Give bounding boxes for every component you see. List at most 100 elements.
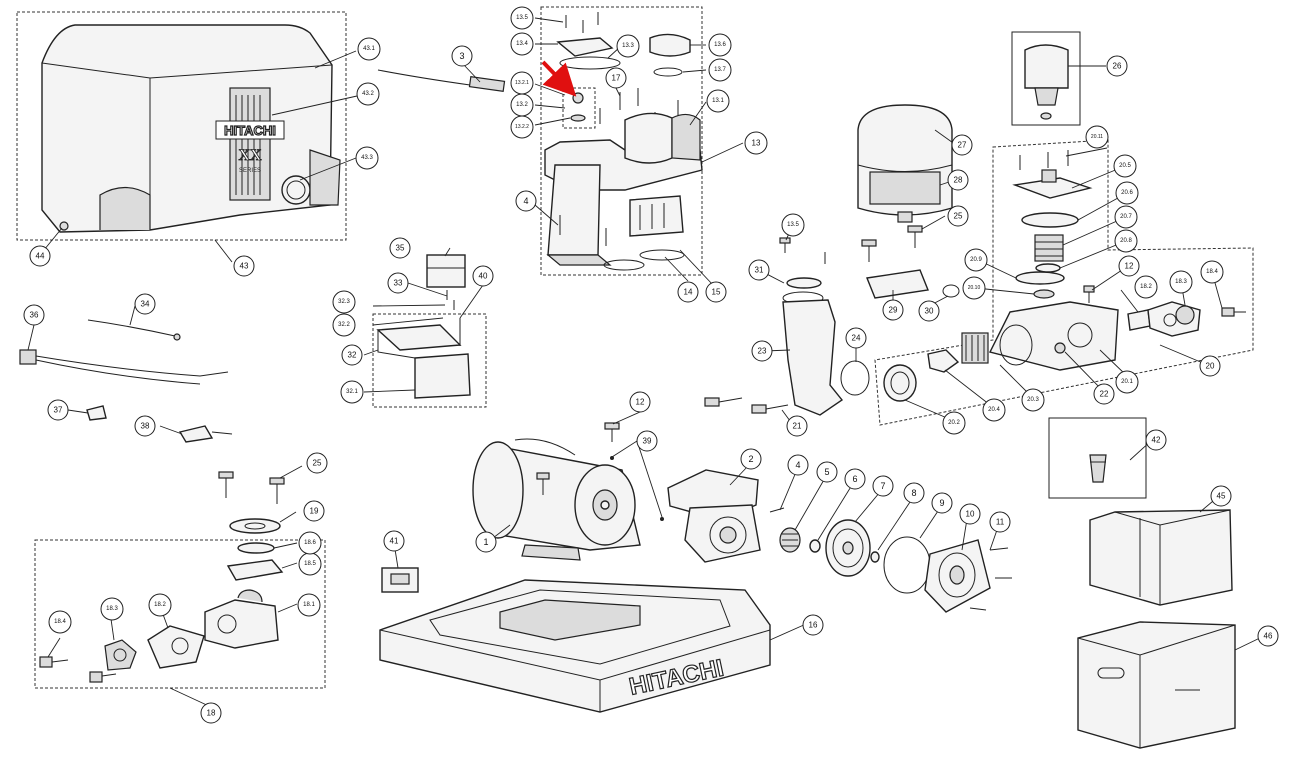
pump-housing (667, 469, 761, 563)
callout-5: 5 (816, 461, 838, 483)
svg-text:25: 25 (313, 459, 322, 468)
callout-31: 31 (748, 259, 770, 281)
callout-18-6: 18.6 (298, 531, 322, 555)
svg-text:14: 14 (684, 288, 693, 297)
svg-text:1: 1 (483, 537, 488, 547)
svg-text:35: 35 (396, 244, 405, 253)
callout-30: 30 (918, 300, 940, 322)
callout-12a: 12 (629, 391, 651, 413)
svg-text:13.5: 13.5 (787, 222, 799, 228)
gasket-ring-19 (229, 518, 281, 534)
svg-text:18.5: 18.5 (304, 561, 316, 567)
callout-10: 10 (959, 503, 981, 525)
callout-29: 29 (882, 299, 904, 321)
svg-text:6: 6 (852, 474, 857, 484)
callout-41: 41 (383, 530, 405, 552)
callout-33: 33 (387, 272, 409, 294)
callout-15: 15 (705, 281, 727, 303)
packing-box (1077, 621, 1236, 749)
callout-4a: 4 (515, 190, 537, 212)
callout-20-7: 20.7 (1114, 205, 1138, 229)
svg-text:18.2: 18.2 (154, 602, 166, 608)
callout-20: 20 (1199, 355, 1221, 377)
callout-28: 28 (947, 169, 969, 191)
svg-text:3: 3 (459, 51, 464, 61)
callout-13-2-2: 13.2.2 (510, 115, 534, 139)
hex-bolts-left (218, 471, 285, 504)
svg-text:13.7: 13.7 (714, 67, 726, 73)
callout-38: 38 (134, 415, 156, 437)
svg-text:12: 12 (636, 398, 645, 407)
svg-text:8: 8 (911, 488, 916, 498)
rubber-foot (1089, 454, 1107, 483)
svg-text:27: 27 (958, 141, 967, 150)
callout-20-9: 20.9 (964, 248, 988, 272)
valve-assembly-group-box (874, 139, 1254, 426)
callouts: 1 2 3 4 4 5 6 7 8 9 10 11 12 12 13 13.1 … (23, 6, 1279, 724)
svg-text:7: 7 (880, 481, 885, 491)
callout-32-1: 32.1 (340, 380, 364, 404)
svg-text:38: 38 (141, 422, 150, 431)
svg-text:44: 44 (36, 252, 45, 261)
svg-text:36: 36 (30, 311, 39, 320)
callout-18-4a: 18.4 (48, 610, 72, 634)
svg-text:18.3: 18.3 (1175, 279, 1187, 285)
callout-20-11: 20.11 (1085, 125, 1109, 149)
callout-43-1: 43.1 (357, 37, 381, 61)
pressure-tank-group-box (540, 6, 703, 276)
callout-21: 21 (786, 415, 808, 437)
callout-39: 39 (636, 430, 658, 452)
svg-text:13.6: 13.6 (714, 42, 726, 48)
callout-13-5a: 13.5 (510, 6, 534, 30)
svg-text:13.1: 13.1 (712, 98, 724, 104)
callout-11: 11 (989, 511, 1011, 533)
callout-13-2-1: 13.2.1 (510, 71, 534, 95)
svg-text:13.2.2: 13.2.2 (515, 124, 529, 130)
valve-assembly (883, 150, 1246, 402)
svg-text:20.11: 20.11 (1091, 134, 1103, 140)
suction-pipe (704, 299, 870, 416)
callout-43-2: 43.2 (356, 82, 380, 106)
callout-22: 22 (1093, 383, 1115, 405)
callout-26: 26 (1106, 55, 1128, 77)
callout-44: 44 (29, 245, 51, 267)
callout-35: 35 (389, 237, 411, 259)
callout-27: 27 (951, 134, 973, 156)
svg-text:15: 15 (712, 288, 721, 297)
callout-9: 9 (931, 492, 953, 514)
svg-text:2: 2 (748, 454, 753, 464)
callout-32: 32 (341, 344, 363, 366)
pressure-tank-assembly (544, 12, 703, 271)
callout-20-10: 20.10 (962, 276, 986, 300)
callout-20-3: 20.3 (1021, 388, 1045, 412)
callout-16: 16 (802, 614, 824, 636)
callout-7: 7 (872, 475, 894, 497)
callout-32-3: 32.3 (332, 290, 356, 314)
callout-1: 1 (475, 531, 497, 553)
pump-base: HITACHI (379, 579, 771, 713)
callout-20-4: 20.4 (982, 398, 1006, 422)
svg-text:13.5: 13.5 (516, 15, 528, 21)
svg-text:40: 40 (479, 272, 488, 281)
callout-18-5: 18.5 (298, 552, 322, 576)
callout-36: 36 (23, 304, 45, 326)
impeller-parts (769, 507, 1012, 613)
callout-43-3: 43.3 (355, 146, 379, 170)
svg-text:18: 18 (207, 709, 216, 718)
callout-13-5b: 13.5 (781, 213, 805, 237)
svg-text:11: 11 (996, 518, 1005, 527)
callout-20-6: 20.6 (1115, 181, 1139, 205)
callout-4b: 4 (787, 454, 809, 476)
svg-text:13.2.1: 13.2.1 (515, 80, 529, 86)
svg-text:20: 20 (1206, 362, 1215, 371)
svg-text:23: 23 (758, 347, 767, 356)
cover-series-label: XX (238, 147, 262, 164)
svg-text:28: 28 (954, 176, 963, 185)
svg-text:32: 32 (348, 351, 357, 360)
svg-text:4: 4 (523, 196, 528, 206)
callout-13-2: 13.2 (510, 93, 534, 117)
callout-18-1: 18.1 (297, 593, 321, 617)
callout-13-1: 13.1 (706, 89, 730, 113)
callout-34: 34 (134, 293, 156, 315)
